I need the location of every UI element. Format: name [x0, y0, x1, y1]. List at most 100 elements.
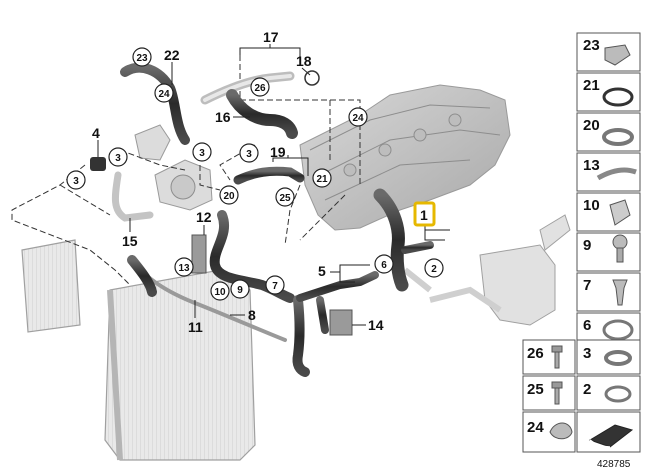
circle-callout-3b: 3	[66, 170, 86, 190]
legend-item-26: 26	[522, 339, 576, 375]
svg-text:23: 23	[583, 37, 600, 54]
callout-19: 19	[270, 144, 286, 160]
plain-callouts	[97, 44, 450, 326]
svg-text:20: 20	[583, 117, 600, 134]
callout-8: 8	[248, 307, 256, 323]
svg-text:13: 13	[583, 157, 600, 174]
legend-item-21: 21	[576, 72, 641, 112]
hose-clamp-icon	[604, 385, 632, 403]
sealant-tube-icon	[588, 424, 634, 448]
svg-text:25: 25	[279, 193, 291, 204]
auxiliary-radiator	[21, 239, 81, 333]
circle-callout-25: 25	[275, 187, 295, 207]
svg-text:10: 10	[214, 287, 226, 298]
circle-callout-24b: 24	[348, 107, 368, 127]
spring-band-clamp-icon	[604, 350, 632, 366]
hose-clamp-bracket-icon	[604, 44, 631, 66]
svg-text:24: 24	[527, 419, 544, 436]
legend-item-25: 25	[522, 375, 576, 411]
callout-14: 14	[368, 317, 384, 333]
bolt-icon	[551, 345, 563, 369]
dashed-leaders	[11, 55, 361, 286]
svg-text:24: 24	[352, 113, 364, 124]
callout-16: 16	[215, 109, 231, 125]
svg-text:2: 2	[431, 264, 437, 275]
reference-number: 428785	[597, 459, 631, 470]
circle-callout-21: 21	[312, 168, 332, 188]
circle-callout-6: 6	[374, 254, 394, 274]
callout-17: 17	[263, 29, 279, 45]
callout-18: 18	[296, 53, 312, 69]
svg-text:26: 26	[254, 83, 266, 94]
callout-11: 11	[188, 319, 203, 335]
circled-callouts: 23 24 26 3 3 3 3 20 25 21 13 10 9 7 6 2 …	[66, 47, 444, 301]
parts-legend: 23 21 20 13 10 9 7 6 26 3 25 2 24	[522, 32, 641, 470]
hoses	[111, 62, 434, 377]
engine-mount-4	[90, 157, 106, 171]
legend-item-2: 2	[576, 375, 641, 411]
svg-text:3: 3	[246, 149, 252, 160]
o-ring-18	[304, 70, 320, 86]
expansion-rivet-icon	[612, 234, 628, 263]
svg-text:3: 3	[73, 176, 79, 187]
svg-text:2: 2	[583, 381, 591, 398]
legend-item-9: 9	[576, 232, 641, 272]
bracket-14	[329, 309, 353, 336]
callout-22: 22	[164, 47, 180, 63]
water-pump	[134, 124, 213, 211]
plain-callout-labels: 17 18 22 16 4 19 12 15 5 8 11 14	[92, 29, 384, 335]
svg-text:3: 3	[199, 148, 205, 159]
svg-text:20: 20	[223, 191, 235, 202]
svg-text:6: 6	[583, 317, 591, 334]
svg-text:26: 26	[527, 345, 544, 362]
callout-5: 5	[318, 263, 326, 279]
circle-callout-3c: 3	[192, 142, 212, 162]
svg-text:7: 7	[272, 281, 278, 292]
bolt-icon	[551, 381, 563, 405]
circle-callout-20: 20	[219, 185, 239, 205]
bracket-12	[191, 234, 207, 274]
circle-callout-3d: 3	[239, 143, 259, 163]
svg-text:6: 6	[381, 260, 387, 271]
expansion-tank	[403, 214, 571, 326]
circle-callout-13: 13	[174, 257, 194, 277]
legend-item-23: 23	[576, 32, 641, 72]
circle-callout-24: 24	[154, 83, 174, 103]
svg-text:10: 10	[583, 197, 600, 214]
svg-text:1: 1	[420, 207, 428, 223]
legend-item-sealant	[576, 411, 641, 453]
circle-callout-2: 2	[424, 258, 444, 278]
highlighted-part-callout: 1	[413, 201, 436, 227]
svg-text:3: 3	[115, 153, 121, 164]
callout-12: 12	[196, 209, 212, 225]
hose-clip-icon	[549, 422, 573, 440]
hose-clamp-icon	[602, 319, 634, 341]
legend-item-10: 10	[576, 192, 641, 232]
svg-text:9: 9	[583, 237, 591, 254]
callout-15: 15	[122, 233, 138, 249]
svg-text:24: 24	[158, 89, 170, 100]
legend-item-20: 20	[576, 112, 641, 152]
svg-text:21: 21	[316, 174, 328, 185]
circle-callout-26: 26	[250, 77, 270, 97]
push-in-fastener-icon	[612, 279, 628, 306]
plastic-clip-icon	[609, 199, 631, 226]
circle-callout-9: 9	[230, 279, 250, 299]
spring-band-clamp-icon	[602, 128, 634, 146]
legend-item-13: 13	[576, 152, 641, 192]
circle-callout-23: 23	[132, 47, 152, 67]
svg-text:21: 21	[583, 77, 600, 94]
svg-text:13: 13	[178, 263, 190, 274]
callout-4: 4	[92, 125, 100, 141]
curved-bracket-icon	[596, 167, 637, 181]
svg-text:3: 3	[583, 345, 591, 362]
svg-text:7: 7	[583, 277, 591, 294]
circle-callout-7: 7	[265, 275, 285, 295]
legend-item-7: 7	[576, 272, 641, 312]
legend-item-3: 3	[576, 339, 641, 375]
circle-callout-10: 10	[210, 281, 230, 301]
circle-callout-3a: 3	[108, 147, 128, 167]
legend-item-24: 24	[522, 411, 576, 453]
svg-text:9: 9	[237, 285, 243, 296]
